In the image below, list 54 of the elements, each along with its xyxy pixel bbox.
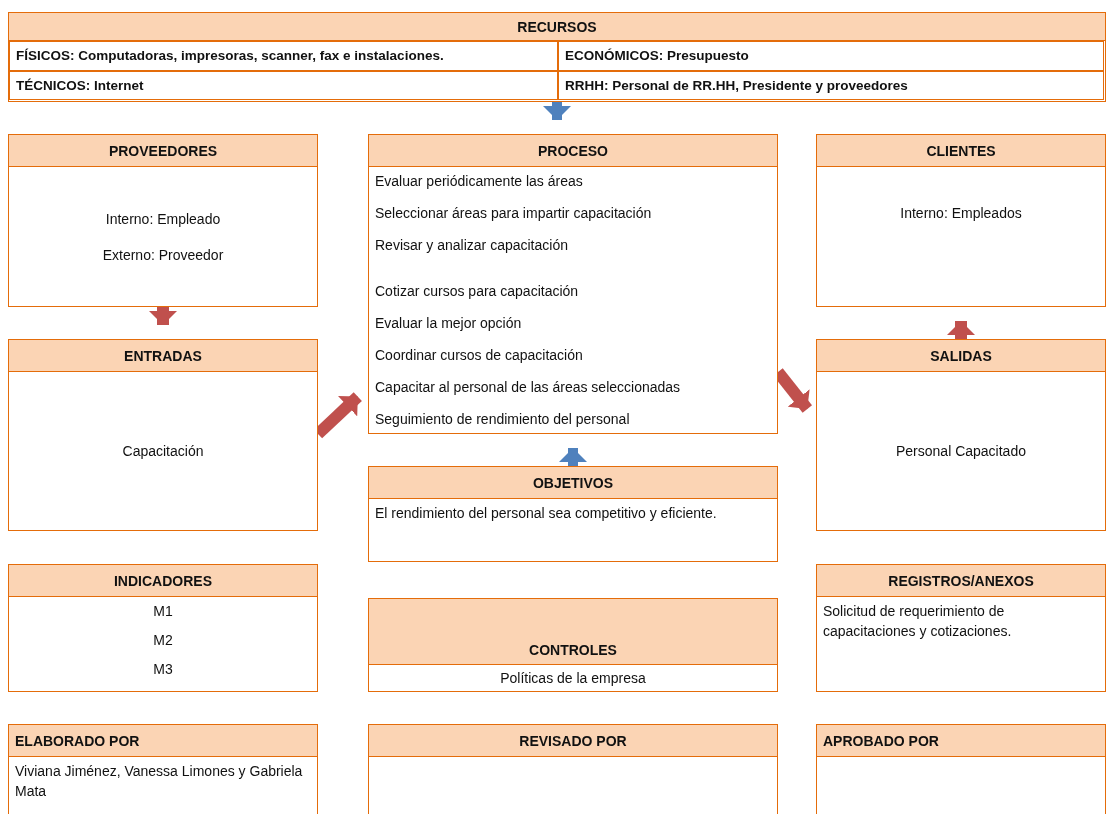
section-header: PROVEEDORES	[9, 135, 317, 167]
block-arrow	[543, 102, 571, 120]
body-text: Políticas de la empresa	[500, 669, 646, 688]
block-arrow	[559, 448, 587, 466]
process-panel	[368, 724, 778, 814]
block-arrow	[149, 307, 177, 325]
section-header: CLIENTES	[817, 135, 1105, 167]
body-text: Evaluar la mejor opción	[375, 314, 522, 333]
section-header: PROCESO	[369, 135, 777, 167]
block-arrow	[947, 321, 975, 339]
body-text: Revisar y analizar capacitación	[375, 236, 568, 255]
body-text: Seleccionar áreas para impartir capacitación	[375, 204, 652, 223]
resource-cell: ECONÓMICOS: Presupuesto	[558, 41, 1104, 71]
section-header: CONTROLES	[369, 599, 777, 665]
process-panel	[816, 339, 1106, 531]
process-panel	[816, 564, 1106, 692]
process-panel	[8, 134, 318, 307]
section-header: REVISADO POR	[369, 725, 777, 757]
body-text: Interno: Empleados	[900, 204, 1022, 223]
body-text: Personal Capacitado	[896, 442, 1026, 461]
process-panel	[368, 466, 778, 562]
body-text: Seguimiento de rendimiento del personal	[375, 410, 630, 429]
section-header: REGISTROS/ANEXOS	[817, 565, 1105, 597]
section-header: ENTRADAS	[9, 340, 317, 372]
process-panel	[8, 12, 1106, 102]
body-text: El rendimiento del personal sea competitivo y eficiente.	[375, 504, 717, 523]
body-text: Externo: Proveedor	[102, 245, 224, 265]
section-header: INDICADORES	[9, 565, 317, 597]
resource-cell: TÉCNICOS: Internet	[9, 70, 558, 100]
process-panel	[368, 598, 778, 692]
process-panel	[816, 724, 1106, 814]
body-text: Evaluar periódicamente las áreas	[375, 172, 583, 191]
resource-cell: RRHH: Personal de RR.HH, Presidente y proveedores	[558, 70, 1104, 100]
body-text: Viviana Jiménez, Vanessa Limones y Gabriela Mata	[15, 762, 304, 801]
section-header: RECURSOS	[9, 13, 1105, 41]
body-text: Capacitación	[122, 442, 204, 461]
process-panel	[8, 564, 318, 692]
body-text: Capacitar al personal de las áreas seleccionadas	[375, 378, 681, 397]
process-panel	[8, 724, 318, 814]
section-header: SALIDAS	[817, 340, 1105, 372]
process-panel	[368, 134, 778, 434]
section-header: ELABORADO POR	[9, 725, 317, 757]
resource-cell: FÍSICOS: Computadoras, impresoras, scanner, fax e instalaciones.	[9, 41, 558, 71]
body-text: Interno: Empleado	[105, 209, 221, 229]
body-text: M2	[153, 631, 173, 650]
body-text: Solicitud de requerimiento de capacitaciones y cotizaciones.	[823, 602, 1013, 641]
section-header: OBJETIVOS	[369, 467, 777, 499]
section-header: APROBADO POR	[817, 725, 1105, 757]
process-panel	[8, 339, 318, 531]
process-panel	[816, 134, 1106, 307]
body-text: Coordinar cursos de capacitación	[375, 346, 583, 365]
body-text: M3	[153, 660, 173, 679]
body-text: Cotizar cursos para capacitación	[375, 282, 579, 301]
body-text: M1	[153, 602, 173, 621]
